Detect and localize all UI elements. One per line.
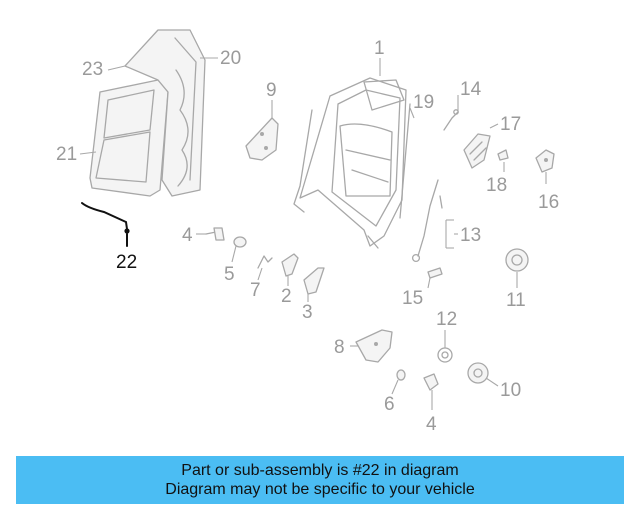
part-14-pin[interactable] bbox=[443, 109, 459, 131]
callout-12: 12 bbox=[436, 309, 457, 330]
banner-line-1: Part or sub-assembly is #22 in diagram bbox=[181, 462, 459, 479]
callout-15: 15 bbox=[402, 288, 423, 309]
seat-back-frame-part[interactable] bbox=[293, 77, 411, 249]
callout-9: 9 bbox=[266, 80, 277, 101]
part-12-ring[interactable] bbox=[437, 347, 453, 363]
callout-4-upper: 4 bbox=[182, 225, 193, 246]
callout-22: 22 bbox=[116, 252, 137, 273]
callout-10: 10 bbox=[500, 380, 521, 401]
part-4-bolt-upper[interactable] bbox=[205, 227, 225, 241]
callout-21: 21 bbox=[56, 144, 77, 165]
part-7-spring[interactable] bbox=[257, 255, 273, 269]
part-9-bracket[interactable] bbox=[245, 117, 279, 161]
part-2-bracket[interactable] bbox=[281, 253, 299, 277]
banner-line-2: Diagram may not be specific to your vehi… bbox=[165, 481, 475, 498]
part-17-trim[interactable] bbox=[463, 133, 491, 169]
part-11-disc[interactable] bbox=[505, 248, 529, 272]
part-10-gear[interactable] bbox=[467, 362, 489, 384]
callout-4-lower: 4 bbox=[426, 414, 437, 435]
callout-11: 11 bbox=[506, 290, 526, 311]
part-6-washer[interactable] bbox=[396, 369, 406, 381]
part-18-clip[interactable] bbox=[497, 149, 509, 161]
part-5-bushing[interactable] bbox=[233, 236, 247, 248]
parts-diagram: 1 19 23 20 21 9 14 17 18 16 13 15 11 4 5… bbox=[56, 29, 559, 435]
callout-16: 16 bbox=[538, 192, 559, 213]
callout-8: 8 bbox=[334, 337, 345, 358]
callout-19: 19 bbox=[413, 92, 434, 113]
part-8-plate[interactable] bbox=[355, 329, 393, 363]
callout-23: 23 bbox=[82, 59, 103, 80]
part-3-bracket[interactable] bbox=[303, 267, 325, 295]
callout-2: 2 bbox=[281, 286, 292, 307]
callout-13: 13 bbox=[460, 225, 481, 246]
callout-3: 3 bbox=[302, 302, 313, 323]
callout-6: 6 bbox=[384, 394, 395, 415]
callout-20: 20 bbox=[220, 48, 241, 69]
part-16-lever[interactable] bbox=[535, 149, 555, 173]
leader-lines bbox=[79, 57, 547, 410]
part-15-clip[interactable] bbox=[427, 267, 443, 279]
info-banner: Part or sub-assembly is #22 in diagram D… bbox=[16, 456, 624, 504]
callout-1: 1 bbox=[374, 38, 385, 59]
part-22-wire[interactable] bbox=[81, 202, 130, 247]
callout-18: 18 bbox=[486, 175, 507, 196]
callout-7: 7 bbox=[250, 280, 261, 301]
part-13-cable[interactable] bbox=[411, 179, 443, 263]
callout-5: 5 bbox=[224, 264, 235, 285]
seat-back-cover-part[interactable] bbox=[89, 29, 206, 197]
callout-17: 17 bbox=[500, 114, 521, 135]
part-4-bolt-lower[interactable] bbox=[423, 373, 439, 391]
callout-14: 14 bbox=[460, 79, 482, 100]
